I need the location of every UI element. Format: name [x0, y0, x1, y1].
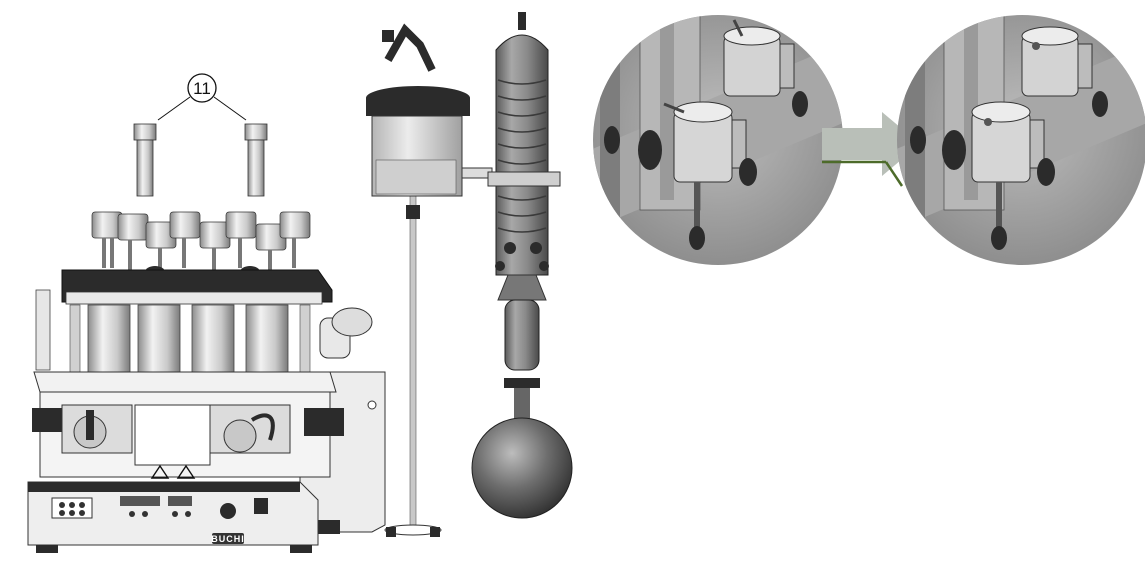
valve-head-back-installed [1021, 26, 1093, 97]
condenser-column [487, 12, 561, 428]
transition-arrow-icon [822, 112, 920, 187]
side-lever [319, 307, 373, 359]
callout-leader-right [213, 96, 247, 121]
brand-label: BUCHI [211, 534, 245, 544]
sample-tube-heads [91, 211, 311, 278]
spare-tube-left [133, 123, 157, 197]
pump-right [209, 404, 291, 454]
callout-leader-left [157, 96, 191, 121]
power-switch [254, 498, 268, 514]
brand-badge: BUCHI [211, 533, 245, 544]
round-flask [471, 417, 573, 519]
callout-number: 11 [193, 79, 211, 98]
hot-surface-icon [176, 464, 196, 479]
zoom-detail-after [897, 15, 1145, 265]
condensate-jar [366, 23, 493, 197]
pump-left [61, 404, 133, 454]
valve-head-back [723, 19, 795, 97]
valve-head-front-installed [971, 101, 1045, 250]
heating-cylinders [69, 304, 311, 384]
digestion-unit: BUCHI [27, 211, 386, 553]
scrubber-stand [366, 12, 573, 537]
control-panel [51, 496, 268, 519]
control-knob [220, 503, 236, 519]
warning-icon [150, 464, 170, 479]
callout-circle [187, 73, 217, 103]
spare-tube-right [244, 123, 268, 197]
callout-group: 11 [157, 73, 247, 121]
valve-head-front [663, 101, 747, 250]
zoom-detail-before [593, 15, 843, 265]
